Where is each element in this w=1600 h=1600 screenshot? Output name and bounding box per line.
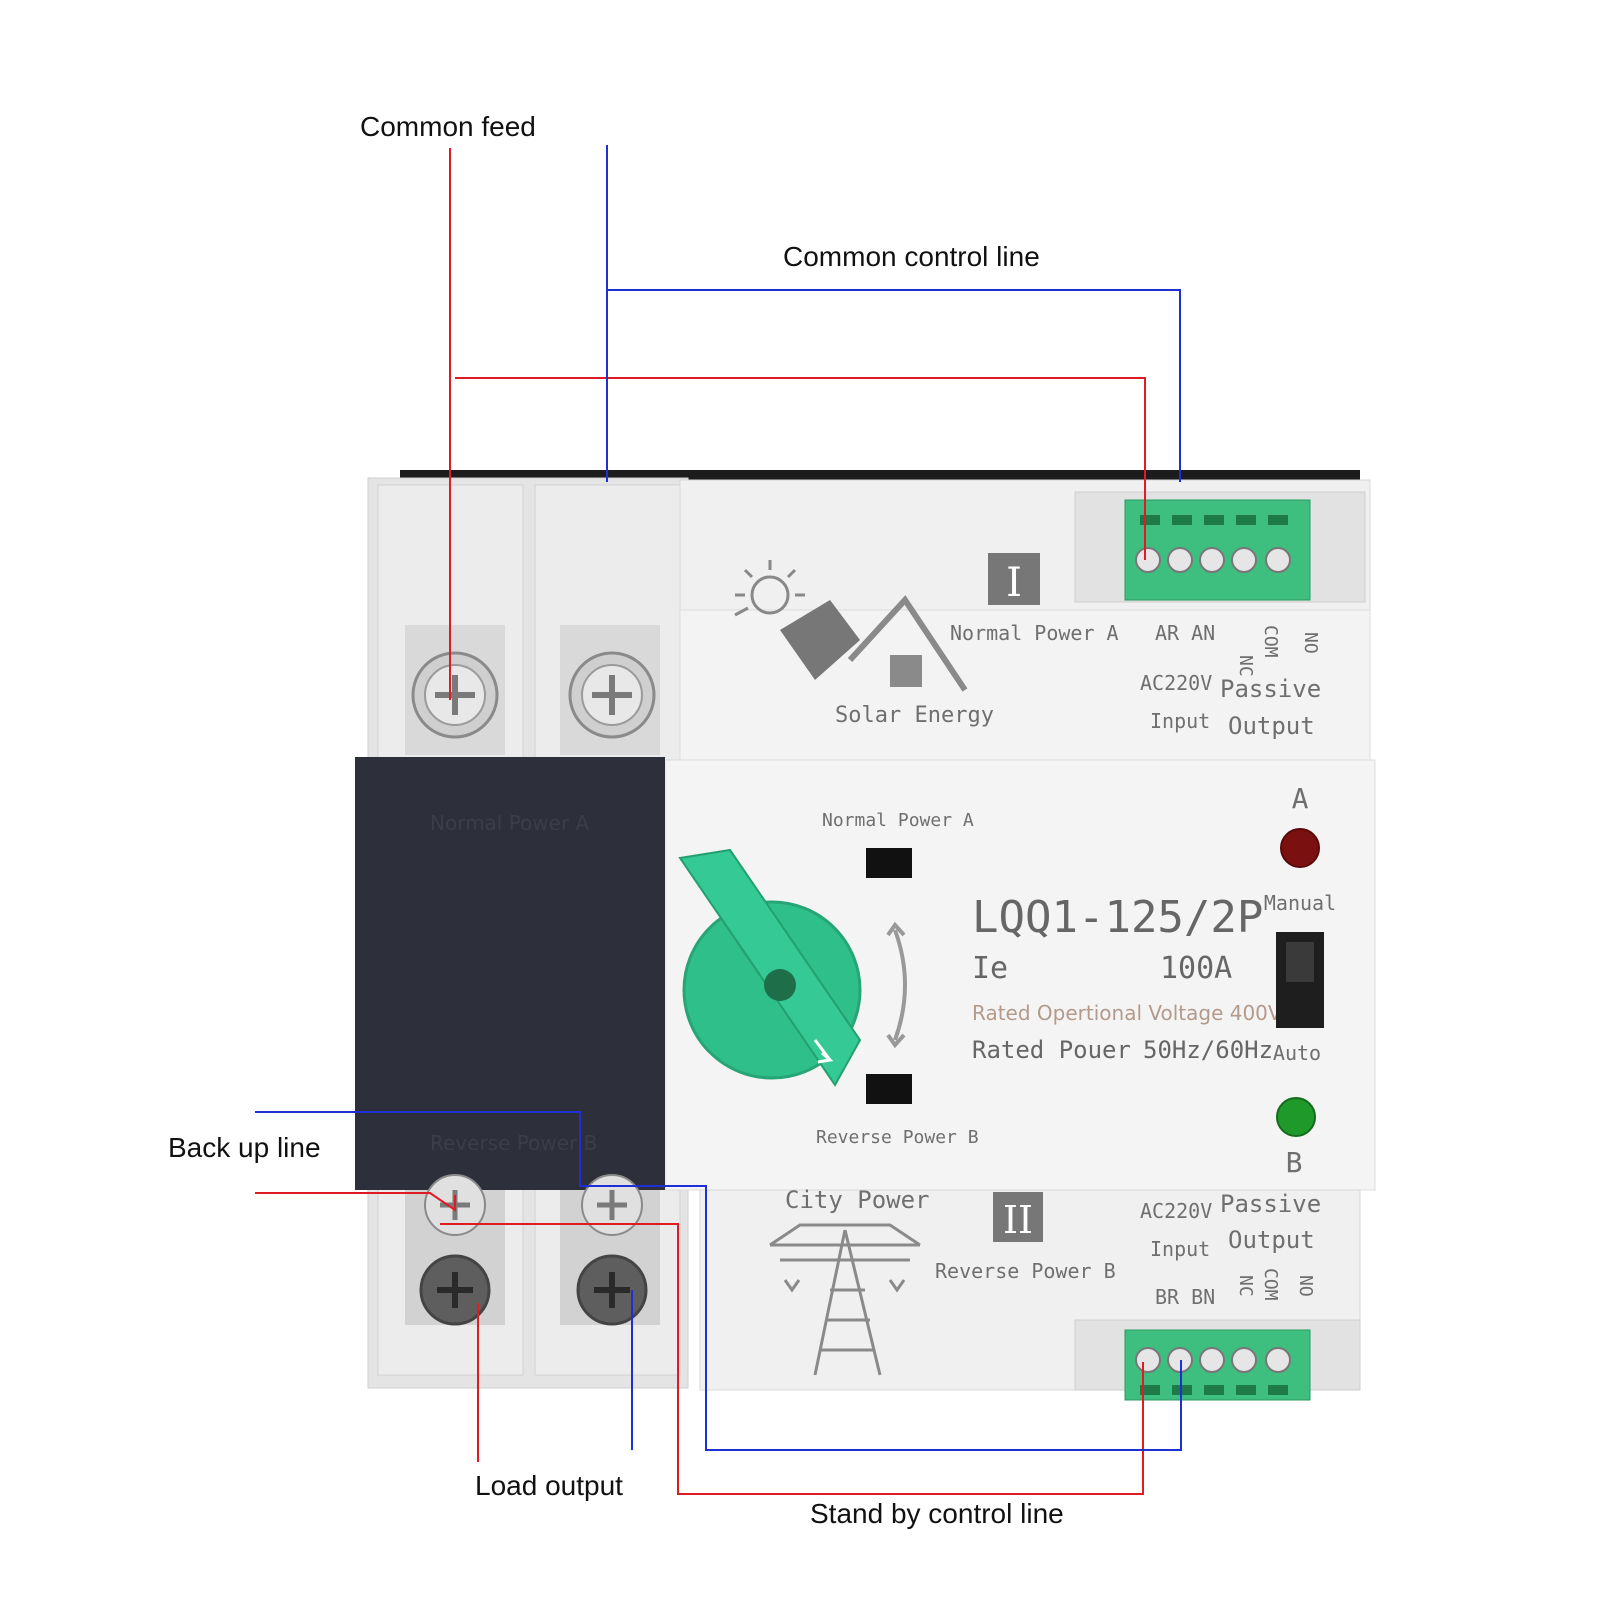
output-top: Output	[1228, 712, 1315, 740]
roman-i: I	[1006, 560, 1022, 606]
rotate-arrow-icon	[886, 921, 907, 1049]
rotary-knob[interactable]	[678, 848, 862, 1087]
input-terminals-ar-an: AR AN	[1155, 621, 1215, 645]
reverse-power-b-bottom: Reverse Power B	[935, 1259, 1116, 1283]
nc-bottom: NC	[1235, 1275, 1256, 1297]
svg-text:Reverse Power B: Reverse Power B	[430, 1131, 597, 1155]
passive-top: Passive	[1220, 675, 1321, 703]
window-b	[866, 1074, 912, 1104]
label-common-feed: Common feed	[360, 111, 536, 142]
brand-city-power: City Power	[785, 1186, 930, 1214]
roman-ii-badge	[993, 1192, 1043, 1242]
common-feed-to-terminal-wire	[455, 377, 1146, 560]
center-panel: Normal Power A Reverse Power B LQQ1-125/…	[678, 782, 1336, 1179]
indicator-a-label: A	[1292, 782, 1309, 815]
label-common-control-line: Common control line	[783, 241, 1040, 272]
blue-wires	[255, 145, 1182, 1451]
bottom-module: City Power II Reverse Power B AC220V Inp…	[769, 1186, 1321, 1376]
ie-value: 100A	[1160, 951, 1232, 986]
led-a	[1280, 828, 1320, 868]
bottom-terminal-block	[1124, 1329, 1311, 1401]
no-bottom: NO	[1295, 1275, 1316, 1297]
voltage-bottom: AC220V	[1140, 1199, 1212, 1223]
callouts: Common feed Common control line Back up …	[168, 111, 1064, 1529]
model-number: LQQ1-125/2P	[972, 892, 1263, 943]
auto-label: Auto	[1273, 1041, 1321, 1065]
roman-i-badge	[988, 553, 1040, 605]
input-label-bottom: Input	[1150, 1237, 1210, 1261]
top-screws	[405, 625, 660, 755]
label-load-output: Load output	[475, 1470, 623, 1501]
frequency: 50Hz/60Hz	[1143, 1036, 1273, 1064]
reverse-power-b-center: Reverse Power B	[816, 1127, 979, 1148]
window-a	[866, 848, 912, 878]
backup-line-blue	[255, 1111, 1182, 1451]
bottom-screws	[405, 1174, 660, 1326]
nc-top: NC	[1235, 655, 1256, 677]
manual-auto-switch[interactable]	[1276, 932, 1324, 1028]
label-stand-by-control-line: Stand by control line	[810, 1498, 1064, 1529]
manual-label: Manual	[1264, 891, 1336, 915]
output-bottom: Output	[1228, 1226, 1315, 1254]
passive-bottom: Passive	[1220, 1190, 1321, 1218]
input-label-top: Input	[1150, 709, 1210, 733]
rated-voltage: Rated Opertional Voltage 400V	[972, 1001, 1282, 1025]
normal-power-a-top: Normal Power A	[950, 621, 1119, 645]
svg-text:Normal Power A: Normal Power A	[430, 811, 590, 835]
com-top: COM	[1260, 625, 1281, 658]
power-tower-icon	[769, 1223, 921, 1376]
roman-ii: II	[1003, 1198, 1033, 1242]
backup-line-red	[255, 1192, 456, 1212]
solar-house-icon	[780, 595, 968, 692]
normal-power-a-center: Normal Power A	[822, 810, 974, 831]
dark-front-panel	[355, 757, 665, 1190]
ie-label: Ie	[972, 951, 1008, 986]
common-control-blue	[607, 289, 1181, 482]
top-terminal-block	[1124, 499, 1311, 601]
top-module: I Normal Power A Solar Energy AR AN AC22…	[734, 553, 1321, 740]
voltage-top: AC220V	[1140, 671, 1212, 695]
label-back-up-line: Back up line	[168, 1132, 321, 1163]
rated-power-label: Rated Pouer	[972, 1036, 1131, 1064]
com-bottom: COM	[1260, 1268, 1281, 1301]
no-top: NO	[1300, 632, 1321, 654]
led-b	[1276, 1097, 1316, 1137]
indicator-b-label: B	[1286, 1146, 1303, 1179]
sun-icon	[734, 560, 805, 617]
input-terminals-br-bn: BR BN	[1155, 1285, 1215, 1309]
brand-solar-energy: Solar Energy	[835, 703, 994, 728]
